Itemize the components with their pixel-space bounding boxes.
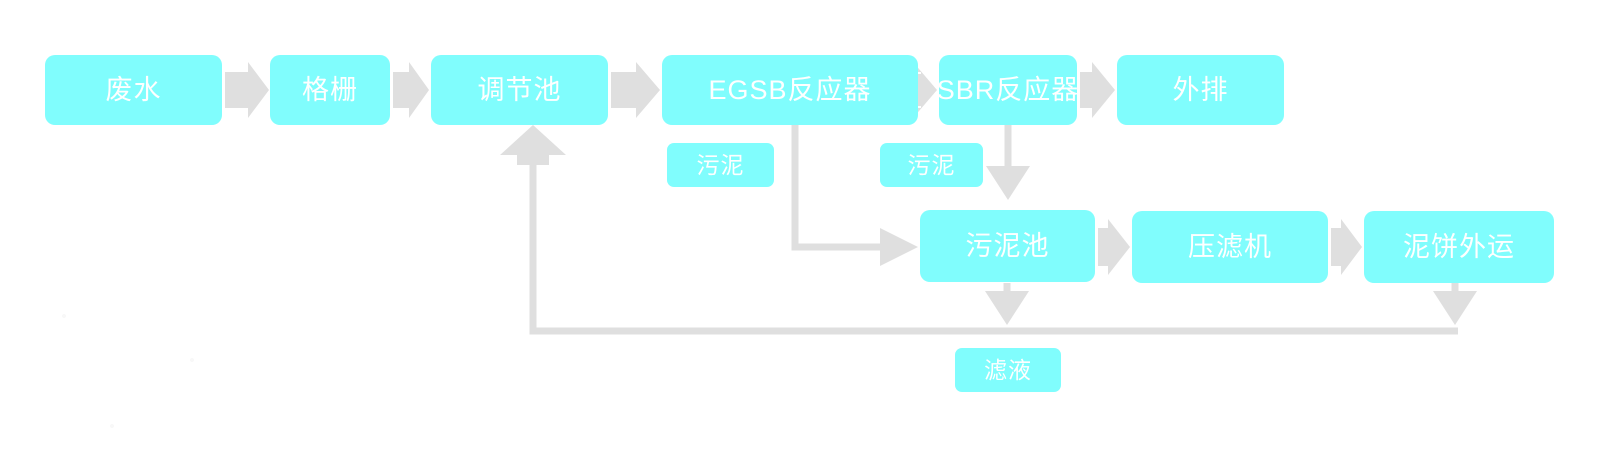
node-sbr-reactor[interactable]: SBR反应器 — [937, 55, 1078, 125]
connector-cake-out-to-return-line — [1433, 283, 1477, 325]
label-filtrate: 滤液 — [955, 348, 1061, 392]
node-mud-cake-transport[interactable]: 泥饼外运 — [1364, 211, 1554, 283]
node-egsb-reactor[interactable]: EGSB反应器 — [662, 55, 918, 125]
connector-return-to-reg-tank — [500, 125, 1458, 335]
arrow-sbr-to-discharge — [1080, 62, 1115, 118]
node-external-discharge[interactable]: 外排 — [1117, 55, 1284, 125]
arrow-grille-to-reg-tank — [393, 62, 429, 118]
arrow-pond-to-filter-press — [1098, 219, 1130, 275]
connector-sbr-to-sludge-pond — [986, 125, 1030, 200]
node-wastewater[interactable]: 废水 — [45, 55, 222, 125]
node-grille[interactable]: 格栅 — [270, 55, 390, 125]
arrow-wastewater-to-grille — [225, 62, 269, 118]
connector-egsb-to-sludge-pond — [791, 125, 918, 266]
label-sludge-from-egsb: 污泥 — [667, 143, 774, 187]
node-regulating-tank[interactable]: 调节池 — [431, 55, 608, 125]
arrow-reg-tank-to-egsb — [611, 62, 660, 118]
connector-pond-to-return-line — [985, 283, 1029, 325]
node-sludge-pond[interactable]: 污泥池 — [920, 210, 1095, 282]
label-sludge-from-sbr: 污泥 — [880, 143, 983, 187]
node-filter-press[interactable]: 压滤机 — [1132, 211, 1328, 283]
arrow-press-to-cake-out — [1331, 219, 1362, 275]
